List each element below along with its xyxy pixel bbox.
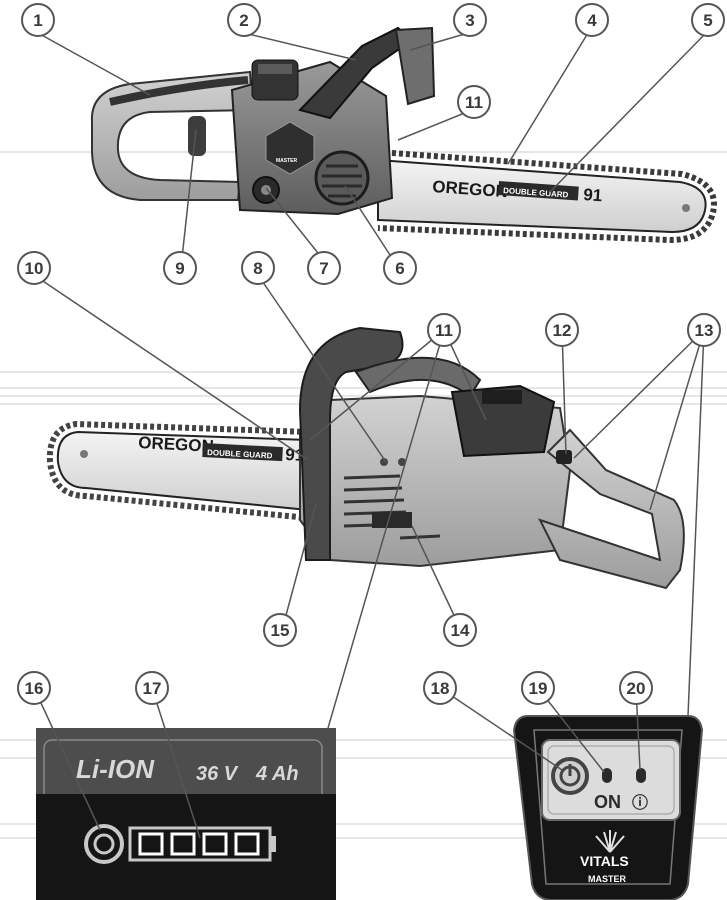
callout-13: 13 <box>687 313 721 347</box>
callout-3-label: 3 <box>465 11 474 30</box>
callout-12-label: 12 <box>553 321 572 340</box>
callout-18-label: 18 <box>431 679 450 698</box>
callout-7-label: 7 <box>319 259 328 278</box>
lock-button-side <box>556 450 572 464</box>
bar-guard-side: DOUBLE GUARD <box>207 448 273 460</box>
callout-9: 9 <box>163 251 197 285</box>
callout-16-label: 16 <box>25 679 44 698</box>
callout-5: 5 <box>691 3 725 37</box>
callout-14-label: 14 <box>451 621 470 640</box>
callout-6: 6 <box>383 251 417 285</box>
callout-15-label: 15 <box>271 621 290 640</box>
callout-1-label: 1 <box>33 11 42 30</box>
warning-label: ⓘ <box>632 793 648 812</box>
callout-15: 15 <box>263 613 297 647</box>
callout-11-top: 11 <box>457 85 491 119</box>
callout-10: 10 <box>17 251 51 285</box>
top-handle-side <box>354 356 482 398</box>
callout-11-top-label: 11 <box>465 93 483 112</box>
trigger-top <box>188 116 206 156</box>
side-logo-plate <box>372 512 412 528</box>
callout-18: 18 <box>423 671 457 705</box>
bar-model-top: 91 <box>583 185 603 205</box>
battery-chem-label: Li-ION <box>76 754 155 784</box>
battery-capacity-label: 4 Ah <box>255 763 299 785</box>
callout-19: 19 <box>521 671 555 705</box>
callout-12: 12 <box>545 313 579 347</box>
callout-2-label: 2 <box>239 11 248 30</box>
callout-8: 8 <box>241 251 275 285</box>
front-handle-side <box>298 326 404 561</box>
callout-11-side-label: 11 <box>435 321 453 340</box>
panel-logo: VITALS <box>580 853 629 869</box>
chainsaw-top-view: OREGON DOUBLE GUARD 91 MASTER <box>90 26 717 244</box>
charge-check-button <box>84 824 124 864</box>
callout-1: 1 <box>21 3 55 37</box>
warning-led <box>636 768 646 783</box>
panel-sub: MASTER <box>588 874 627 884</box>
callout-8-label: 8 <box>253 259 262 278</box>
callout-5-label: 5 <box>703 11 712 30</box>
callout-9-label: 9 <box>175 259 184 278</box>
callout-4: 4 <box>575 3 609 37</box>
charge-level-indicator <box>128 826 276 862</box>
callout-7: 7 <box>307 251 341 285</box>
control-panel: ON ⓘ VITALS MASTER <box>512 715 704 900</box>
badge-label-top: MASTER <box>276 158 298 164</box>
saw-chain-top <box>377 149 717 244</box>
battery-panel: Li-ION 36 V 4 Ah <box>36 728 336 900</box>
screw-8 <box>380 458 388 466</box>
callout-17-label: 17 <box>143 679 162 698</box>
callout-17: 17 <box>135 671 169 705</box>
chain-brake-top <box>394 26 436 106</box>
callout-markers: 1 2 3 4 5 6 7 8 9 10 11 11 12 13 14 15 1… <box>17 3 725 705</box>
battery-voltage-label: 36 V <box>196 763 239 785</box>
callout-11-side: 11 <box>427 313 461 347</box>
callout-20-label: 20 <box>627 679 646 698</box>
brand-badge-top <box>265 121 315 175</box>
saw-chain-side <box>46 420 309 521</box>
callout-2: 2 <box>227 3 261 37</box>
chainsaw-side-view: OREGON DOUBLE GUARD 91 <box>46 326 685 590</box>
callout-13-label: 13 <box>695 321 714 340</box>
callout-10-label: 10 <box>25 259 44 278</box>
callout-19-label: 19 <box>529 679 548 698</box>
callout-16: 16 <box>17 671 51 705</box>
on-label: ON <box>594 792 621 812</box>
callout-20: 20 <box>619 671 653 705</box>
callout-6-label: 6 <box>395 259 404 278</box>
bar-brand-side: OREGON <box>138 433 214 456</box>
leader-lines <box>33 32 707 839</box>
rear-handle-top <box>90 70 254 201</box>
rear-handle-side <box>538 428 685 590</box>
callout-14: 14 <box>443 613 477 647</box>
on-led <box>602 768 612 783</box>
brand-logo-panel <box>595 830 625 853</box>
callout-4-label: 4 <box>587 11 597 30</box>
callout-3: 3 <box>453 3 487 37</box>
